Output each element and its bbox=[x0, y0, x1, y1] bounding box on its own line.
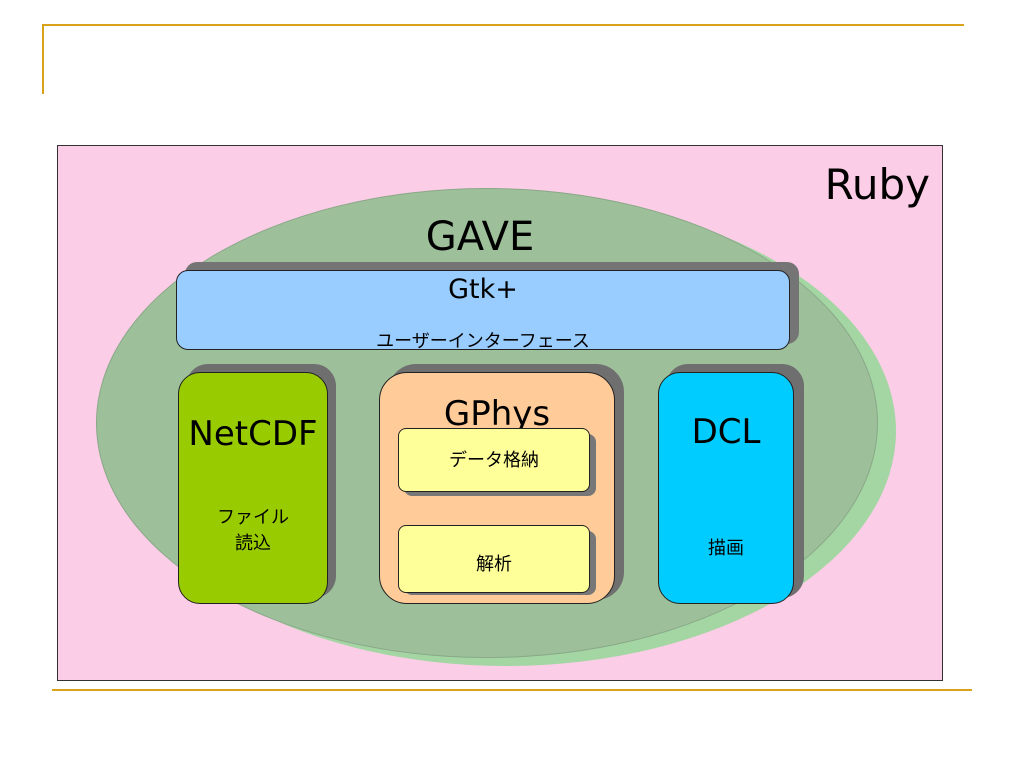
gphys-title: GPhys bbox=[443, 394, 551, 434]
slide-top-rule bbox=[42, 24, 964, 26]
data-storage-box: データ格納 bbox=[398, 428, 590, 492]
netcdf-desc-line1: ファイル bbox=[217, 507, 289, 528]
dcl-box bbox=[658, 372, 794, 604]
dcl-description: 描画 bbox=[708, 538, 744, 559]
netcdf-description: ファイル 読込 bbox=[178, 505, 328, 557]
gave-label: GAVE bbox=[425, 214, 535, 260]
netcdf-desc-line2: 読込 bbox=[235, 533, 271, 554]
gtk-bar bbox=[176, 270, 790, 350]
slide-bottom-rule bbox=[52, 689, 972, 691]
gtk-subtitle: ユーザーインターフェース bbox=[376, 331, 590, 352]
netcdf-title: NetCDF bbox=[188, 414, 318, 454]
netcdf-box bbox=[178, 372, 328, 604]
gtk-title: Gtk+ bbox=[448, 274, 518, 305]
slide-left-rule bbox=[42, 24, 44, 94]
analysis-box: 解析 bbox=[398, 525, 590, 593]
dcl-title: DCL bbox=[691, 412, 761, 452]
ruby-label: Ruby bbox=[824, 160, 930, 209]
